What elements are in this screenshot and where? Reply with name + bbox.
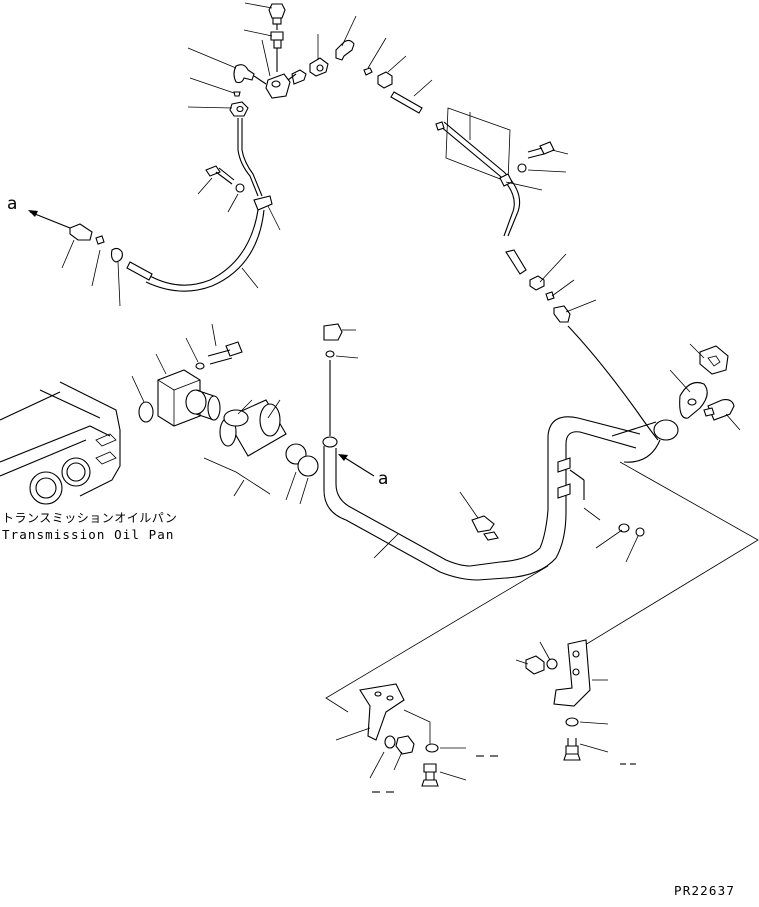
arrow-a-left-label: a: [7, 194, 18, 214]
suction-block-group: [131, 323, 319, 505]
right-bracket: [515, 639, 609, 761]
long-thin-hose: [567, 325, 659, 441]
upper-right-tube: [390, 79, 597, 323]
transmission-oil-pan: [0, 381, 121, 505]
arrow-a-right-label: a: [378, 469, 389, 489]
center-bracket: [335, 683, 636, 793]
main-oil-pipe: [322, 323, 759, 713]
figure-id: PR22637: [674, 883, 736, 898]
sensor-cluster-top-left: [187, 2, 407, 117]
left-hose-assembly: [28, 118, 281, 307]
transmission-oil-pan-label-en: Transmission Oil Pan: [2, 527, 175, 542]
right-elbow-cluster: [669, 343, 741, 431]
transmission-oil-pan-label-jp: トランスミッションオイルパン: [2, 511, 178, 525]
